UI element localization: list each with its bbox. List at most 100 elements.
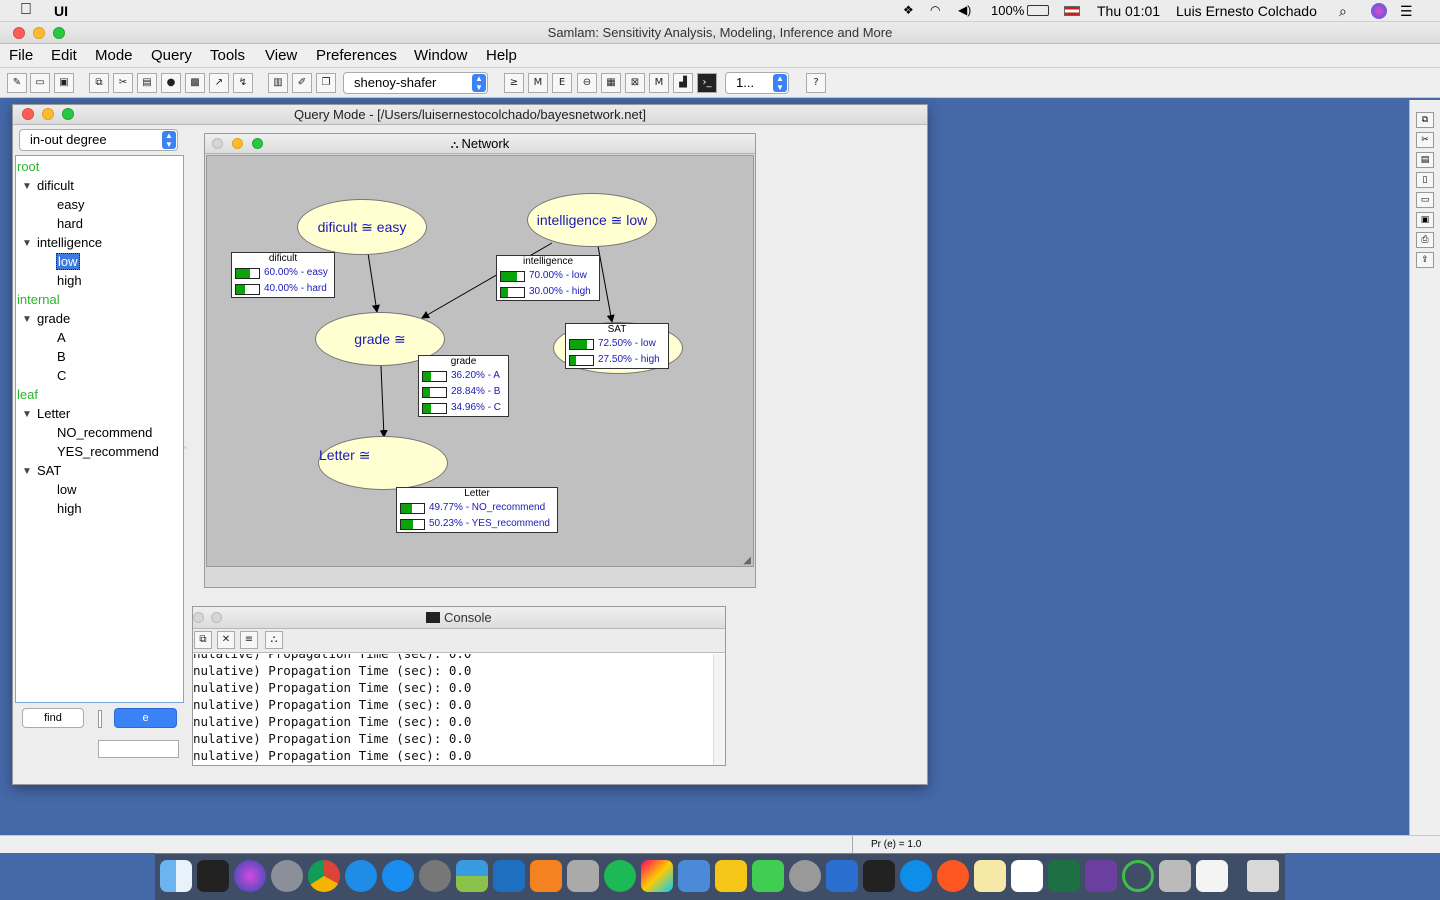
numbers-icon[interactable] — [456, 860, 488, 892]
unity-icon[interactable] — [863, 860, 895, 892]
export-icon[interactable]: ⇪ — [1416, 252, 1434, 268]
siri-icon[interactable] — [234, 860, 266, 892]
mpe-icon[interactable]: M — [528, 73, 548, 93]
tree-state-low-selected[interactable]: low — [56, 253, 80, 270]
tree-node-grade[interactable]: grade — [37, 311, 71, 326]
vscode-icon[interactable] — [493, 860, 525, 892]
menu-file[interactable]: File — [9, 47, 34, 64]
minimize-window-button[interactable] — [33, 27, 45, 39]
app-store-icon[interactable] — [382, 860, 414, 892]
activity-icon[interactable] — [1122, 860, 1154, 892]
help-icon[interactable]: ? — [806, 73, 826, 93]
qt-icon[interactable] — [752, 860, 784, 892]
chart-icon[interactable]: ▟ — [673, 73, 693, 93]
maximize-frame-button[interactable] — [252, 138, 263, 149]
wrap-text-icon[interactable]: ≡ — [240, 631, 258, 649]
volume-icon[interactable]: ◀) — [958, 3, 972, 17]
teamviewer-icon[interactable] — [900, 860, 932, 892]
database-icon[interactable] — [567, 860, 599, 892]
open-file-icon[interactable]: ▭ — [30, 73, 50, 93]
spotify-icon[interactable] — [604, 860, 636, 892]
notebook-icon[interactable]: ▯ — [1416, 172, 1434, 188]
excel-icon[interactable] — [1048, 860, 1080, 892]
close-frame-button[interactable] — [212, 138, 223, 149]
spotlight-search-icon[interactable]: ⌕ — [1339, 3, 1347, 19]
tree-state-low[interactable]: low — [57, 482, 77, 497]
postman-icon[interactable] — [937, 860, 969, 892]
table-view-icon[interactable]: ▥ — [268, 73, 288, 93]
xcode-icon[interactable] — [678, 860, 710, 892]
preview-icon[interactable] — [1159, 860, 1191, 892]
battery-percent[interactable]: 100% — [991, 3, 1025, 18]
menu-window[interactable]: Window — [414, 47, 468, 64]
network-icon[interactable]: ⛬ — [265, 631, 283, 649]
tree-state-high[interactable]: high — [57, 501, 82, 516]
network-canvas[interactable]: dificult ≅ easy intelligence ≅ low grade… — [206, 155, 754, 567]
terminal-icon[interactable] — [197, 860, 229, 892]
evidence-button[interactable]: e — [114, 708, 177, 728]
menu-tools[interactable]: Tools — [210, 47, 246, 64]
copy-icon[interactable]: ⧉ — [194, 631, 212, 649]
notification-center-icon[interactable]: ☰ — [1400, 3, 1413, 19]
resize-grip-icon[interactable]: ◢ — [743, 555, 751, 566]
terminal-icon[interactable]: ›_ — [697, 73, 717, 93]
battery-icon[interactable] — [1027, 5, 1049, 16]
copy-icon[interactable]: ⧉ — [1416, 112, 1434, 128]
menu-edit[interactable]: Edit — [51, 47, 77, 64]
safari-icon[interactable] — [345, 860, 377, 892]
algorithm-select[interactable]: shenoy-shafer ▲▼ — [343, 72, 488, 94]
siri-icon[interactable] — [1371, 3, 1387, 19]
tree-state-no-recommend[interactable]: NO_recommend — [57, 425, 153, 440]
clock[interactable]: Thu 01:01 — [1097, 3, 1161, 19]
find-text-field[interactable] — [98, 710, 102, 728]
menu-query[interactable]: Query — [151, 47, 192, 64]
system-preferences-icon[interactable] — [419, 860, 451, 892]
tree-state-hard[interactable]: hard — [57, 216, 84, 231]
expand-triangle-icon[interactable]: ▼ — [22, 181, 32, 192]
close-window-button[interactable] — [13, 27, 25, 39]
thread-select[interactable]: 1... ▲▼ — [725, 72, 789, 94]
minimize-window-button[interactable] — [42, 108, 54, 120]
node-grade[interactable]: grade ≅ — [315, 312, 445, 366]
apple-icon[interactable]:  — [20, 1, 32, 19]
sort-order-select[interactable]: in-out degree ▲▼ — [19, 129, 178, 151]
save-file-icon[interactable]: ▣ — [1416, 212, 1434, 228]
tree-node-letter[interactable]: Letter — [37, 406, 71, 421]
node-letter[interactable]: Letter ≅ — [318, 436, 448, 490]
paste-icon[interactable]: ▤ — [137, 73, 157, 93]
split-pane-divider[interactable]: ◦ — [184, 443, 187, 452]
expand-triangle-icon[interactable]: ▼ — [22, 314, 32, 325]
notes-icon[interactable] — [974, 860, 1006, 892]
new-file-icon[interactable]: ✎ — [7, 73, 27, 93]
close-window-button[interactable] — [22, 108, 34, 120]
zoom-window-button[interactable] — [53, 27, 65, 39]
dropbox-icon[interactable]: ❖ — [903, 3, 914, 17]
launchpad-icon[interactable] — [271, 860, 303, 892]
finder-icon[interactable] — [160, 860, 192, 892]
windows-icon[interactable]: ❐ — [316, 73, 336, 93]
no-entry-icon[interactable]: ⊖ — [577, 73, 597, 93]
chrome-icon[interactable] — [308, 860, 340, 892]
delete-edge-icon[interactable]: ↯ — [233, 73, 253, 93]
tree-state-c[interactable]: C — [57, 368, 67, 383]
zoom-window-button[interactable] — [62, 108, 74, 120]
app-menu-name[interactable]: UI — [54, 3, 68, 19]
search-input[interactable] — [98, 740, 179, 758]
textedit-icon[interactable] — [1011, 860, 1043, 892]
wifi-icon[interactable]: ◠ — [930, 3, 941, 17]
menu-preferences[interactable]: Preferences — [316, 47, 397, 64]
find-button[interactable]: find — [22, 708, 84, 728]
tree-node-sat[interactable]: SAT — [37, 463, 62, 478]
em-icon[interactable]: E — [552, 73, 572, 93]
copy-icon[interactable]: ⧉ — [89, 73, 109, 93]
cut-icon[interactable]: ✂ — [1416, 132, 1434, 148]
tree-node-dificult[interactable]: dificult — [37, 178, 74, 193]
expand-triangle-icon[interactable]: ▼ — [22, 409, 32, 420]
add-edge-icon[interactable]: ↗ — [209, 73, 229, 93]
tree-state-a[interactable]: A — [57, 330, 66, 345]
minimize-frame-button[interactable] — [232, 138, 243, 149]
minimize-frame-button[interactable] — [211, 612, 222, 623]
console-output[interactable]: nulative) Propagation Time (sec): 0.0 nu… — [193, 654, 725, 765]
sublime-icon[interactable] — [530, 860, 562, 892]
tree-state-easy[interactable]: easy — [57, 197, 85, 212]
